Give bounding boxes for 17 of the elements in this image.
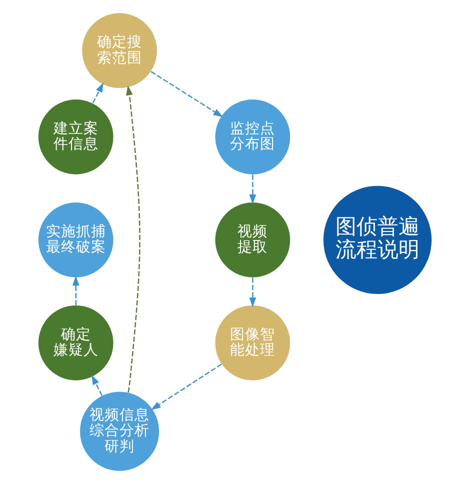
node-circle: 图像智能处理 — [214, 304, 290, 380]
arrow — [150, 363, 222, 410]
node-circle: 监控点分布图 — [214, 99, 290, 174]
arrow — [150, 70, 223, 117]
node-circle: 视频信息综合分析研判 — [80, 391, 159, 470]
arrow — [72, 275, 79, 305]
arrow — [126, 84, 140, 392]
node-circle: 确定搜索范围 — [82, 12, 156, 88]
arrow — [248, 277, 256, 307]
arrow — [92, 82, 104, 103]
node-circle: 图侦普遍流程说明 — [322, 185, 432, 294]
node-circle: 建立案件信息 — [38, 99, 113, 174]
arrow — [248, 174, 256, 204]
node-circle: 确定嫌疑人 — [38, 304, 113, 380]
arrow — [91, 374, 102, 396]
node-circle: 实施抓捕最终破案 — [38, 202, 113, 277]
node-circle: 视频提取 — [214, 202, 290, 277]
